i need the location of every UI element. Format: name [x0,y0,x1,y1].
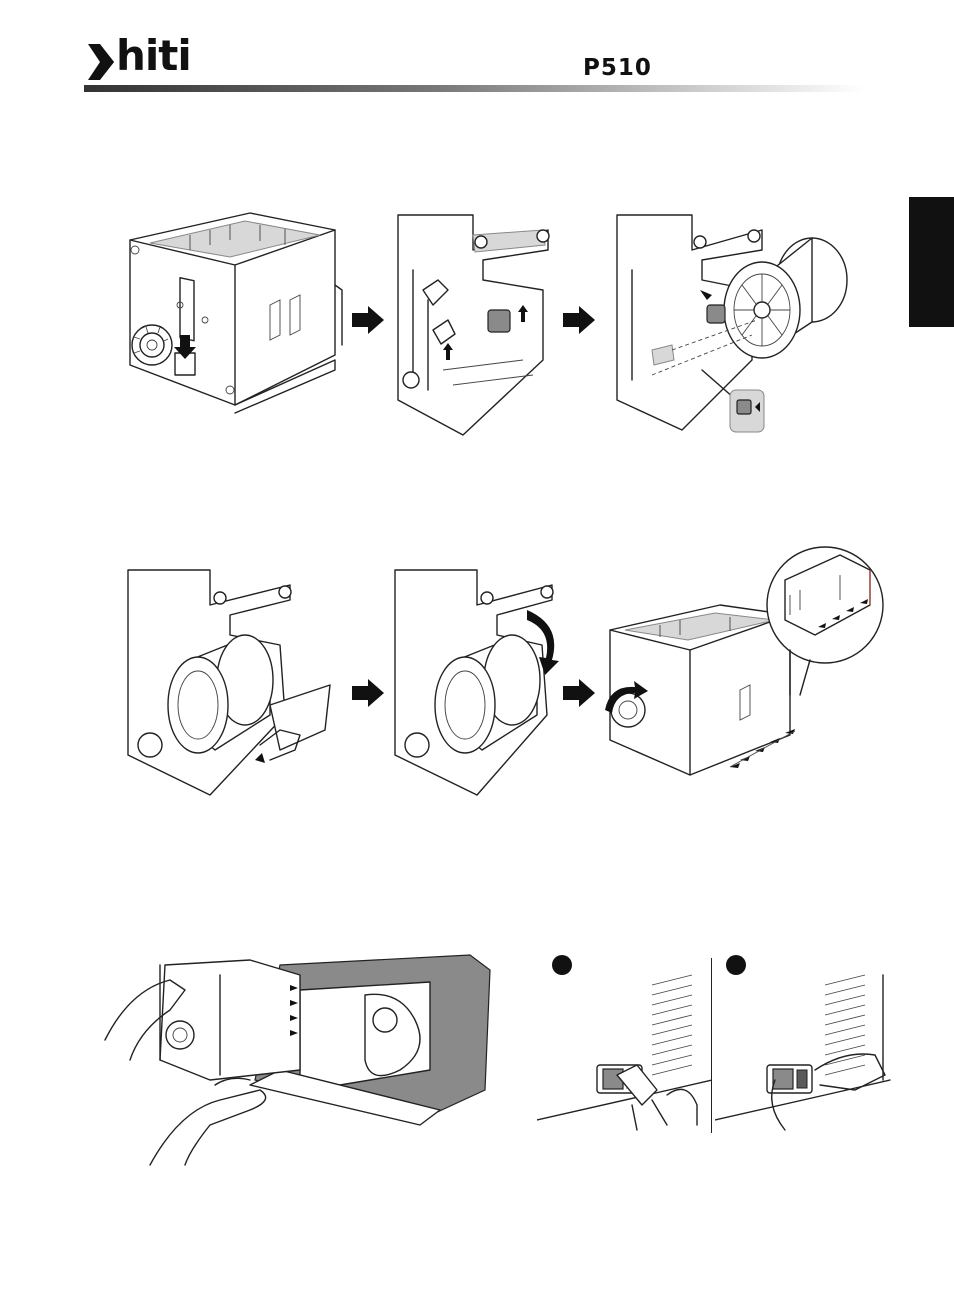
side-tab [909,197,954,327]
illustration-power-cord-step-2 [715,955,891,1131]
filled-circle-icon [726,955,746,975]
illustration-power-cord-step-1 [537,955,712,1131]
header-rule [84,85,864,92]
illustration-ribbon-rewind [394,569,559,796]
model-name: P510 [583,55,652,81]
right-arrow-icon [563,306,595,334]
brand-wordmark: hiti [116,31,192,80]
illustration-printer-open-levers [397,214,550,436]
illustration-install-module [104,954,491,1166]
illustration-module-with-detail [605,546,884,776]
right-arrow-icon [352,679,384,707]
hiti-logo-mark-icon [88,44,114,80]
right-arrow-icon [352,306,384,334]
illustration-printer-module-lever [129,212,343,414]
illustration-ribbon-spool-insert [616,214,848,433]
illustration-ribbon-pull [127,569,331,796]
right-arrow-icon [563,679,595,707]
filled-circle-icon [552,955,572,975]
panel-divider [711,958,712,1133]
